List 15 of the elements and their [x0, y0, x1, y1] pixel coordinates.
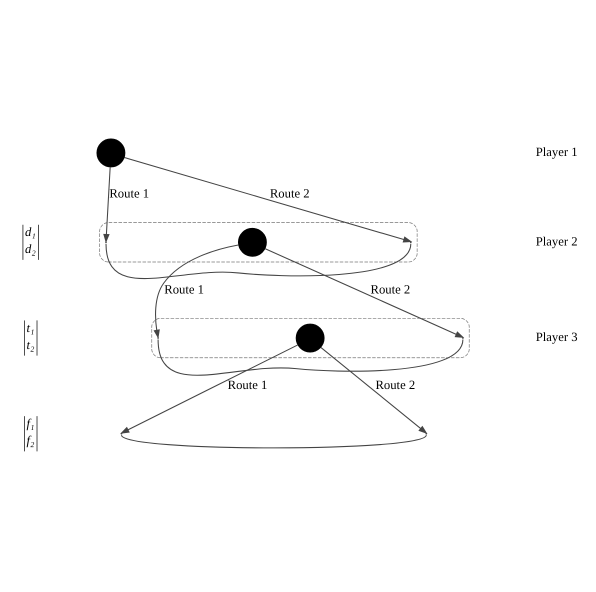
edge-label: Route 2: [375, 378, 416, 392]
label: Player 1: [536, 144, 578, 158]
label: f₁: [26, 416, 34, 430]
edge-label: Route 1: [228, 378, 268, 392]
edge-label: Route 2: [370, 282, 410, 296]
label: Player 2: [536, 234, 578, 248]
label: f₂: [26, 433, 34, 448]
edge-label: Route 1: [164, 282, 204, 296]
label: Player 3: [536, 330, 578, 344]
label: d₁: [25, 224, 36, 239]
label: t₁: [26, 320, 34, 334]
edge-label: Route 2: [270, 186, 310, 200]
label: t₂: [26, 337, 34, 352]
label: d₂: [25, 242, 36, 256]
edge-label: Route 1: [109, 186, 150, 200]
